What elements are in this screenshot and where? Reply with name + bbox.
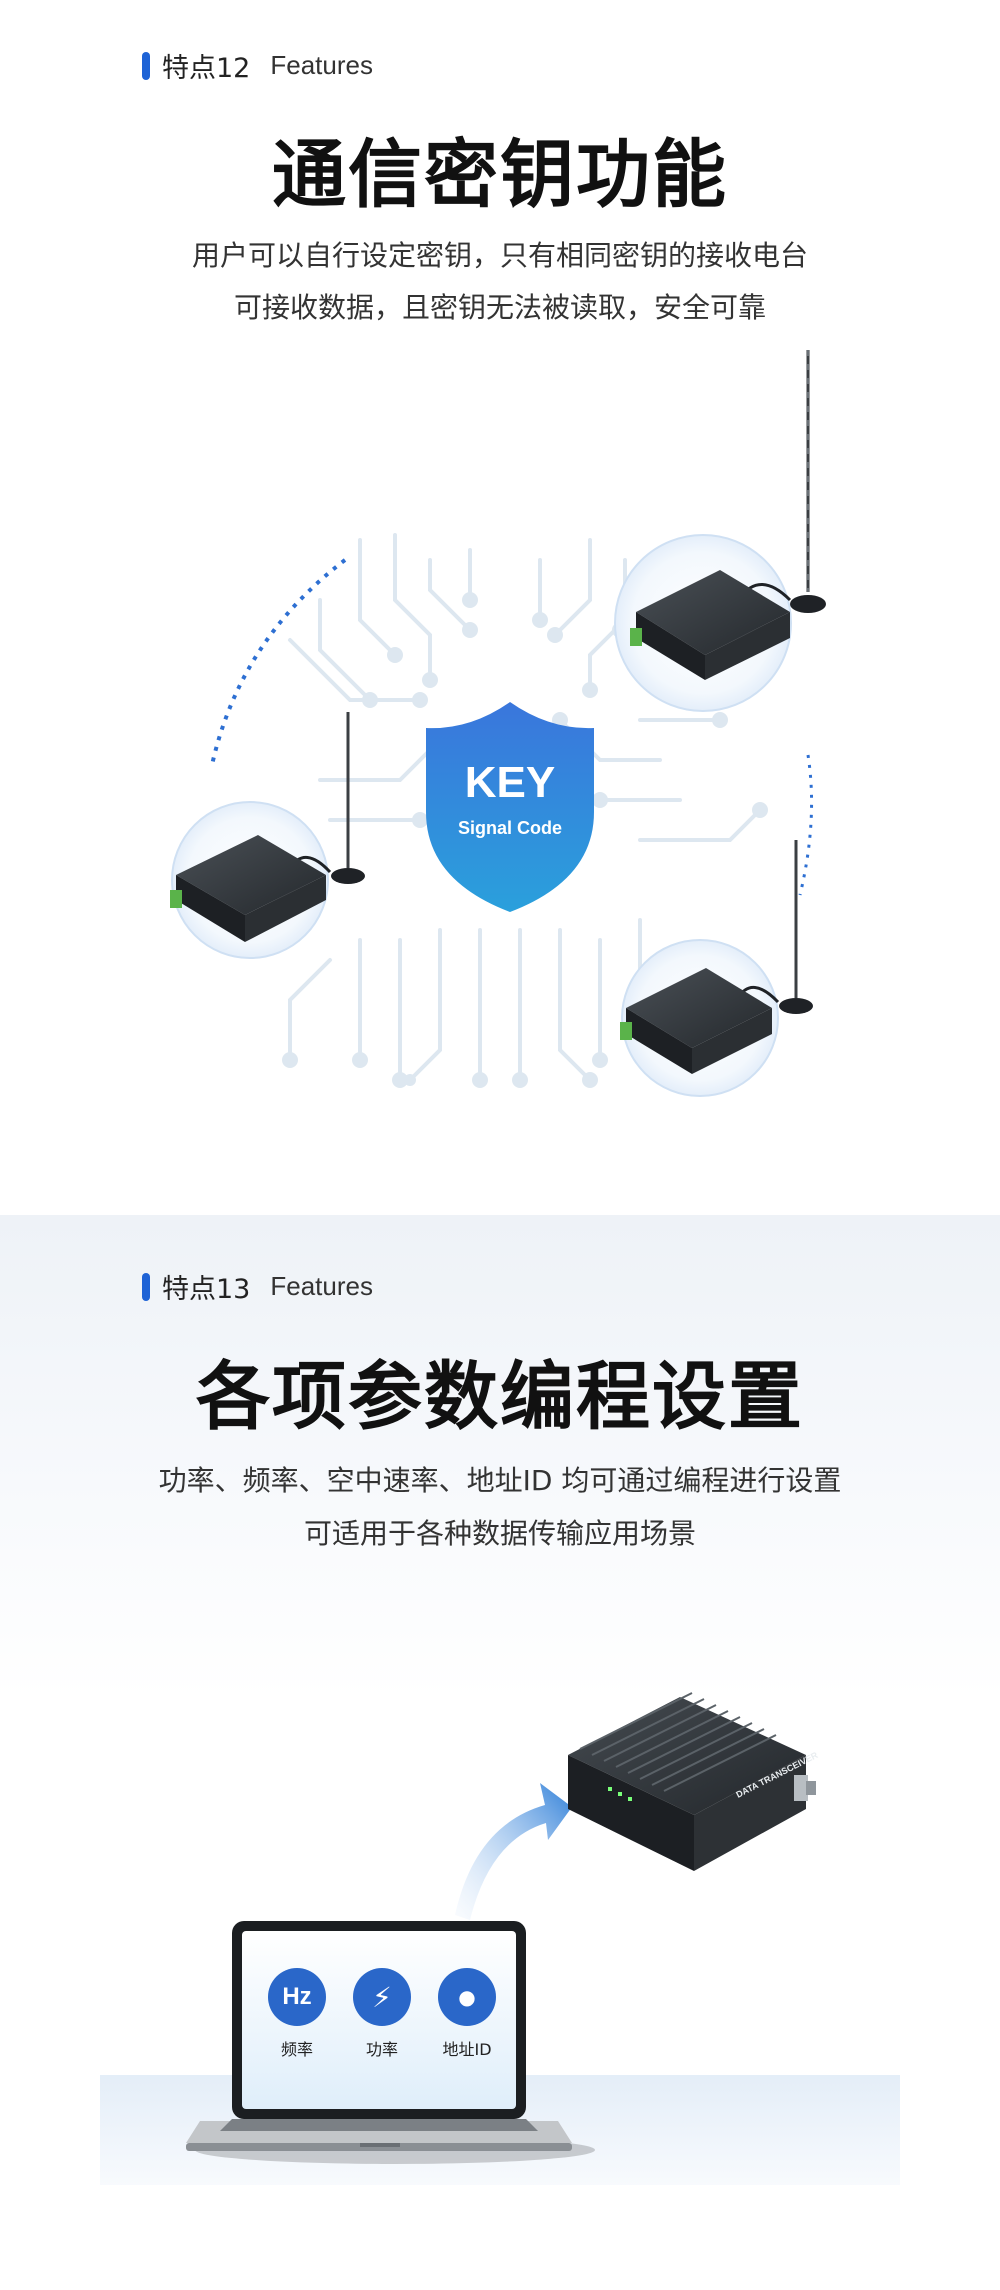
radio-device-bottom-right bbox=[620, 840, 813, 1097]
screen-item-label: 频率 bbox=[280, 2040, 313, 2059]
feature-tag-number: 特点13 bbox=[162, 1274, 251, 1305]
feature-tag-bar bbox=[142, 51, 150, 80]
key-network-illustration: KEY Signal Code bbox=[170, 350, 826, 1097]
radio-device-icon: DATA TRANSCEIVER bbox=[568, 1692, 820, 1871]
feature-tag: 特点13 Features bbox=[142, 1267, 373, 1306]
section-desc-line1: 功率、频率、空中速率、地址ID 均可通过编程进行设置 bbox=[158, 1464, 842, 1497]
shield-icon: KEY Signal Code bbox=[426, 702, 594, 912]
section-desc-line2: 可接收数据，且密钥无法被读取，安全可靠 bbox=[233, 291, 766, 324]
feature-tag-label: Features bbox=[270, 50, 373, 80]
power-icon: ⚡ bbox=[353, 1968, 411, 2026]
screen-item-label: 地址ID bbox=[442, 2040, 492, 2059]
frequency-icon: Hz bbox=[268, 1968, 326, 2026]
screen-item-frequency: Hz 频率 bbox=[262, 1968, 332, 2060]
feature-tag-number: 特点12 bbox=[162, 53, 251, 84]
shield-sub-text: Signal Code bbox=[458, 818, 562, 838]
section-title: 各项参数编程设置 bbox=[196, 1354, 804, 1440]
section-title: 通信密钥功能 bbox=[272, 132, 728, 218]
feature-tag: 特点12 Features bbox=[142, 46, 373, 85]
section-desc-line1: 用户可以自行设定密钥，只有相同密钥的接收电台 bbox=[191, 239, 808, 272]
signal-arc-left bbox=[210, 558, 347, 766]
feature-section-13: 特点13 Features 各项参数编程设置 功率、频率、空中速率、地址ID 均… bbox=[0, 1215, 1000, 2290]
section-desc-line2: 可适用于各种数据传输应用场景 bbox=[303, 1517, 696, 1550]
radio-device-top-right bbox=[614, 350, 826, 712]
screen-item-label: 功率 bbox=[365, 2040, 398, 2059]
location-pin-icon: ● bbox=[438, 1968, 496, 2026]
radio-device-left bbox=[170, 712, 365, 959]
programming-illustration: DATA TRANSCEIVER bbox=[100, 1692, 900, 2185]
feature-tag-label: Features bbox=[270, 1271, 373, 1301]
screen-item-power: ⚡ 功率 bbox=[347, 1968, 417, 2060]
laptop-screen-items: Hz 频率 ⚡ 功率 ● 地址ID bbox=[262, 1968, 502, 2060]
feature-tag-bar bbox=[142, 1272, 150, 1301]
arrow-icon bbox=[455, 1783, 572, 1920]
feature-section-12: 特点12 Features 通信密钥功能 用户可以自行设定密钥，只有相同密钥的接… bbox=[142, 46, 826, 1097]
shield-key-text: KEY bbox=[465, 758, 555, 807]
screen-item-address: ● 地址ID bbox=[432, 1968, 502, 2060]
signal-arc-right bbox=[798, 754, 814, 896]
